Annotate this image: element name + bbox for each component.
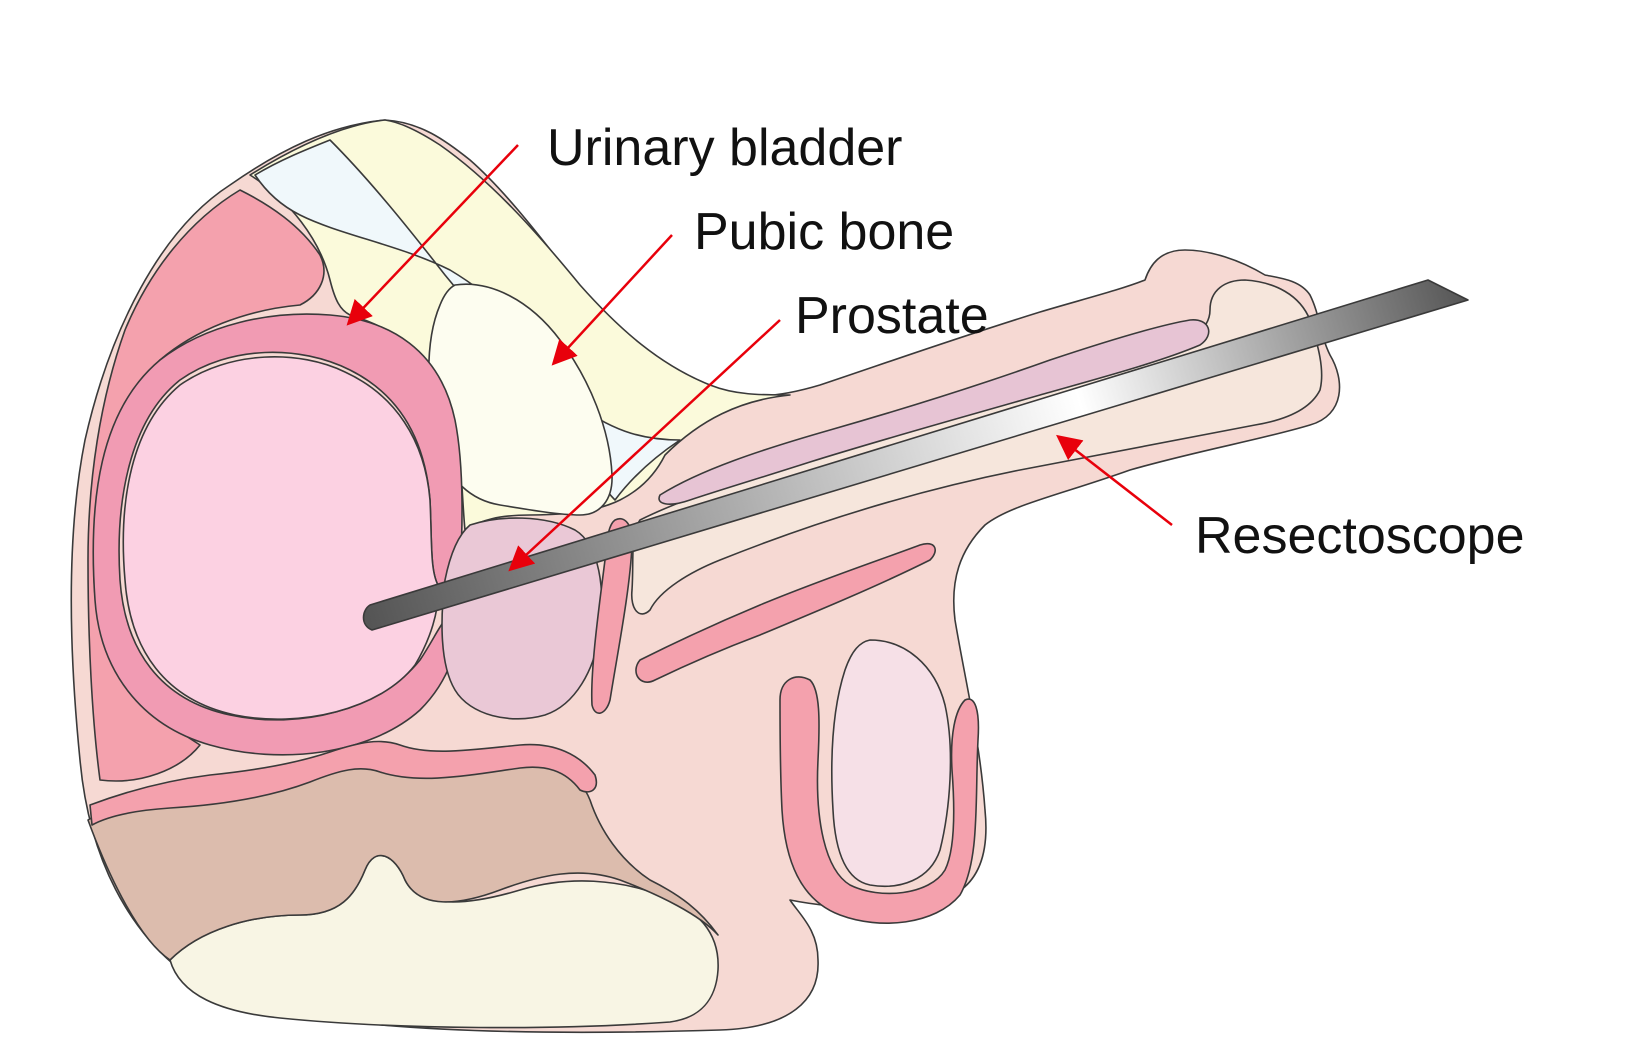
label-resectoscope: Resectoscope	[1195, 507, 1525, 565]
label-prostate: Prostate	[795, 287, 989, 345]
arrow-prostate	[508, 319, 781, 572]
label-urinary-bladder: Urinary bladder	[547, 119, 903, 177]
scrotum-wall	[779, 676, 980, 924]
arrow-resectoscope	[1056, 434, 1173, 526]
perineal-band	[89, 740, 598, 826]
arrow-urinary-bladder	[346, 144, 519, 326]
urethral-bulb	[635, 542, 936, 683]
arrow-pubic-bone	[551, 234, 673, 366]
corpus-cavernosum	[658, 319, 1210, 505]
resectoscope	[362, 279, 1469, 631]
label-pubic-bone: Pubic bone	[694, 203, 955, 261]
urinary-bladder-lumen	[122, 356, 440, 720]
testis	[830, 639, 952, 887]
